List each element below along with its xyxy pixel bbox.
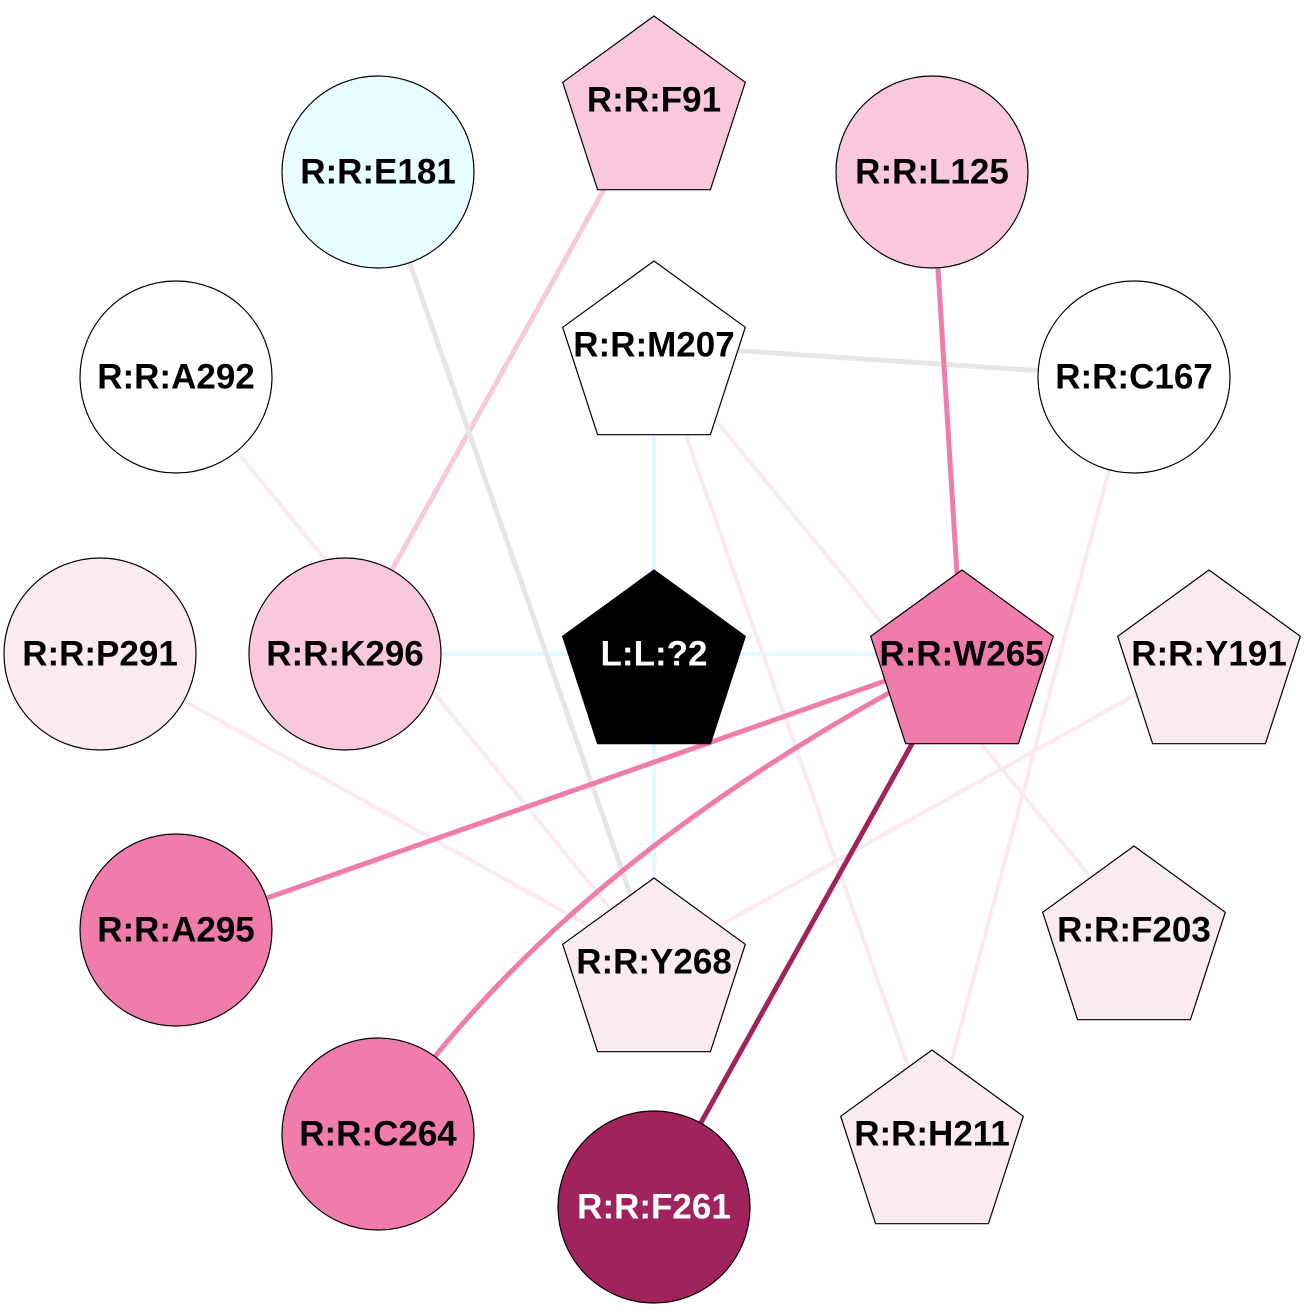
edges-layer bbox=[99, 98, 1210, 1209]
node-shape bbox=[557, 1110, 751, 1304]
node-y191: R:R:Y191 bbox=[1116, 569, 1302, 745]
node-shape bbox=[839, 1049, 1025, 1225]
node-c264: R:R:C264 bbox=[281, 1037, 475, 1231]
node-label: R:R:Y268 bbox=[576, 943, 732, 982]
edge-m207-h211 bbox=[652, 344, 934, 1135]
node-shape bbox=[1041, 845, 1227, 1021]
node-shape bbox=[1037, 280, 1231, 474]
node-shape bbox=[561, 569, 747, 745]
node-label: R:R:A292 bbox=[97, 358, 255, 397]
node-label: R:R:K296 bbox=[266, 635, 424, 674]
node-shape bbox=[248, 557, 442, 751]
node-label: R:R:F261 bbox=[577, 1188, 731, 1227]
node-label: R:R:C167 bbox=[1055, 358, 1213, 397]
edge-w265-a295 bbox=[175, 651, 963, 933]
node-label: R:R:L125 bbox=[855, 153, 1009, 192]
node-label: R:R:M207 bbox=[573, 326, 734, 365]
node-label: R:R:E181 bbox=[300, 153, 456, 192]
node-label: R:R:F91 bbox=[587, 81, 721, 120]
node-c167: R:R:C167 bbox=[1037, 280, 1231, 474]
node-shape bbox=[79, 280, 273, 474]
node-shape bbox=[3, 557, 197, 751]
node-label: R:R:P291 bbox=[22, 635, 178, 674]
node-p291: R:R:P291 bbox=[3, 557, 197, 751]
node-shape bbox=[281, 1037, 475, 1231]
edge-f91-k296 bbox=[342, 98, 657, 656]
node-shape bbox=[79, 833, 273, 1027]
node-a295: R:R:A295 bbox=[79, 833, 273, 1027]
node-e181: R:R:E181 bbox=[281, 75, 475, 269]
node-label: R:R:C264 bbox=[299, 1115, 457, 1154]
node-shape bbox=[561, 260, 747, 436]
node-f203: R:R:F203 bbox=[1041, 845, 1227, 1021]
node-shape bbox=[835, 75, 1029, 269]
node-label: R:R:Y191 bbox=[1131, 635, 1287, 674]
edge-p291-y268 bbox=[99, 652, 655, 964]
edge-c167-h211 bbox=[930, 376, 1136, 1135]
edge-y191-y268 bbox=[653, 652, 1210, 964]
node-label: L:L:?2 bbox=[601, 635, 708, 674]
node-f91: R:R:F91 bbox=[561, 15, 747, 191]
node-m207: R:R:M207 bbox=[561, 260, 747, 436]
node-shape bbox=[281, 75, 475, 269]
node-shape bbox=[561, 877, 747, 1053]
edge-w265-f261 bbox=[651, 652, 965, 1209]
node-shape bbox=[869, 569, 1055, 745]
edge-e181-y268 bbox=[375, 171, 657, 963]
node-shape bbox=[1116, 569, 1302, 745]
node-w265: R:R:W265 bbox=[869, 569, 1055, 745]
node-a292: R:R:A292 bbox=[79, 280, 273, 474]
node-label: R:R:W265 bbox=[879, 635, 1044, 674]
node-f261: R:R:F261 bbox=[557, 1110, 751, 1304]
node-label: R:R:A295 bbox=[97, 911, 255, 950]
node-label: R:R:F203 bbox=[1057, 911, 1211, 950]
node-k296: R:R:K296 bbox=[248, 557, 442, 751]
node-y268: R:R:Y268 bbox=[561, 877, 747, 1053]
node-l125: R:R:L125 bbox=[835, 75, 1029, 269]
node-l2: L:L:?2 bbox=[561, 569, 747, 745]
node-label: R:R:H211 bbox=[854, 1115, 1010, 1154]
node-h211: R:R:H211 bbox=[839, 1049, 1025, 1225]
node-shape bbox=[561, 15, 747, 191]
